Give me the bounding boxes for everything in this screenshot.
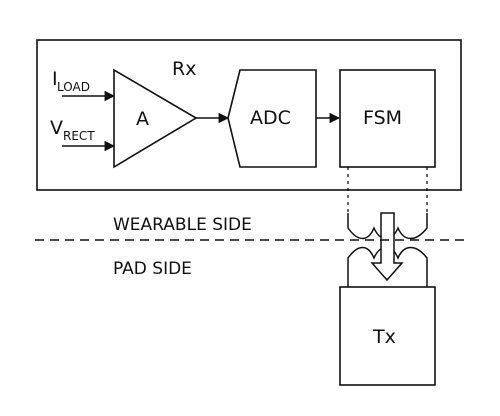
fsm-block: [339, 69, 436, 168]
adc-block: [227, 69, 317, 168]
amplifier-label: A: [136, 108, 149, 130]
svg-text:RECT: RECT: [63, 129, 95, 143]
power-transfer-arrow: [370, 212, 404, 282]
svg-text:I: I: [52, 68, 58, 90]
amplifier-triangle: [113, 68, 198, 169]
wearable-side-label: WEARABLE SIDE: [113, 215, 252, 235]
input-i-load-label: I LOAD: [52, 68, 90, 94]
transmitter-label: Tx: [372, 326, 396, 348]
fsm-label: FSM: [363, 107, 402, 129]
input-v-rect-label: V RECT: [50, 117, 95, 143]
svg-text:V: V: [50, 117, 63, 139]
transmitter-block: [339, 286, 436, 386]
adc-label: ADC: [250, 107, 291, 129]
receiver-label: Rx: [172, 58, 196, 80]
pad-side-label: PAD SIDE: [113, 259, 192, 279]
svg-text:LOAD: LOAD: [57, 80, 90, 94]
receiver-box: [36, 39, 462, 191]
